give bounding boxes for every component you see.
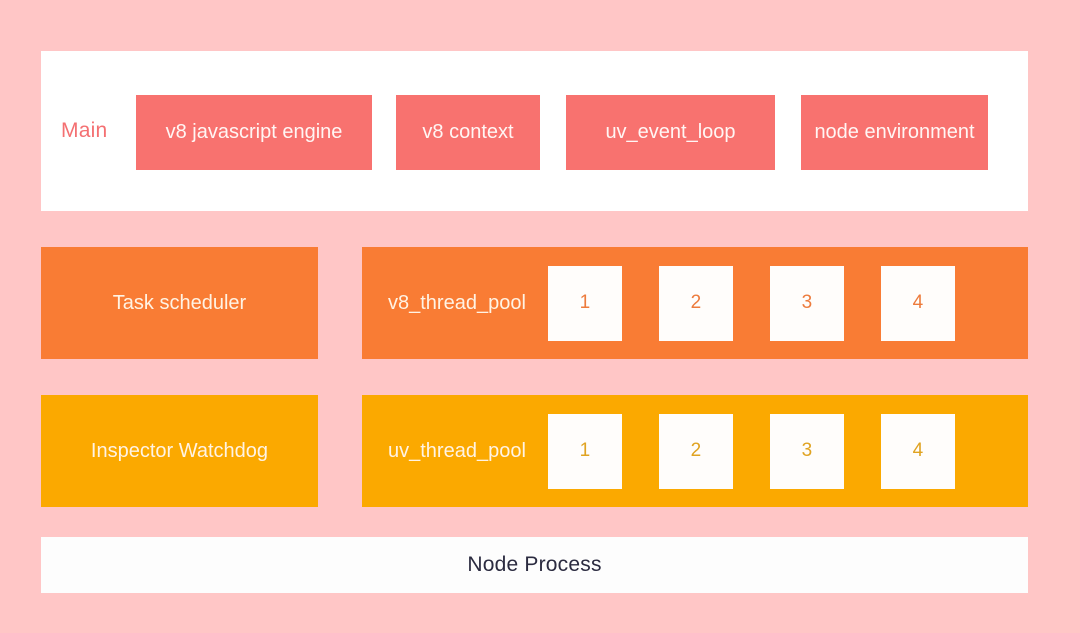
thread-slot[interactable]: 4 xyxy=(880,265,955,341)
v8-thread-pool-label: v8_thread_pool xyxy=(388,291,526,314)
thread-slot[interactable]: 2 xyxy=(658,413,733,489)
inspector-watchdog-label: Inspector Watchdog xyxy=(90,439,269,462)
node-process-bar: Node Process xyxy=(41,537,1028,593)
thread-slot[interactable]: 3 xyxy=(769,265,844,341)
main-box-uv-event-loop[interactable]: uv_event_loop xyxy=(566,95,775,170)
inspector-watchdog-block[interactable]: Inspector Watchdog xyxy=(41,395,318,507)
main-box-label: uv_event_loop xyxy=(605,121,736,143)
thread-slot-number: 4 xyxy=(912,440,924,461)
thread-slot-number: 3 xyxy=(801,292,813,313)
main-label: Main xyxy=(61,119,108,142)
task-scheduler-label: Task scheduler xyxy=(112,291,247,314)
thread-slot-number: 2 xyxy=(690,440,702,461)
main-box-label: v8 javascript engine xyxy=(165,121,343,143)
main-panel: Main v8 javascript engine v8 context uv_… xyxy=(41,51,1028,211)
thread-slot[interactable]: 1 xyxy=(547,265,622,341)
v8-thread-pool-slots: 1 2 3 4 xyxy=(547,265,955,341)
main-box-label: v8 context xyxy=(422,121,514,143)
row-v8-thread-pool: Task scheduler v8_thread_pool 1 2 3 4 xyxy=(0,247,1080,359)
uv-thread-pool-label: uv_thread_pool xyxy=(388,439,526,462)
thread-slot-number: 3 xyxy=(801,440,813,461)
task-scheduler-block[interactable]: Task scheduler xyxy=(41,247,318,359)
thread-slot[interactable]: 1 xyxy=(547,413,622,489)
row-uv-thread-pool: Inspector Watchdog uv_thread_pool 1 2 3 … xyxy=(0,395,1080,507)
node-process-label: Node Process xyxy=(467,553,602,576)
thread-slot[interactable]: 2 xyxy=(658,265,733,341)
v8-thread-pool-panel[interactable]: v8_thread_pool 1 2 3 4 xyxy=(362,247,1028,359)
thread-slot[interactable]: 4 xyxy=(880,413,955,489)
thread-slot-number: 2 xyxy=(690,292,702,313)
thread-slot[interactable]: 3 xyxy=(769,413,844,489)
thread-slot-number: 4 xyxy=(912,292,924,313)
uv-thread-pool-slots: 1 2 3 4 xyxy=(547,413,955,489)
uv-thread-pool-panel[interactable]: uv_thread_pool 1 2 3 4 xyxy=(362,395,1028,507)
main-box-node-environment[interactable]: node environment xyxy=(801,95,988,170)
main-box-label: node environment xyxy=(814,121,975,143)
thread-slot-number: 1 xyxy=(579,292,591,313)
main-box-v8-javascript-engine[interactable]: v8 javascript engine xyxy=(136,95,372,170)
main-box-v8-context[interactable]: v8 context xyxy=(396,95,540,170)
thread-slot-number: 1 xyxy=(579,440,591,461)
